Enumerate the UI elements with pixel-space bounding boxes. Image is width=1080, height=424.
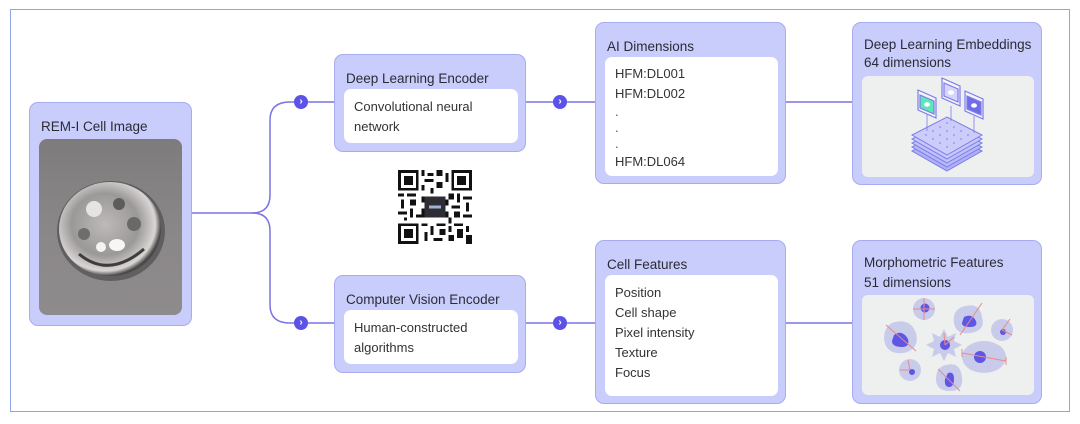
chevron-right-icon: › (553, 316, 567, 330)
feature-list-item: HFM:DL001 (615, 66, 686, 81)
encoder-description: Convolutional neural network (354, 99, 473, 134)
encoder-description-box: Convolutional neural network (344, 89, 518, 143)
chevron-right-icon: › (553, 95, 567, 109)
output-node-subtitle: 51 dimensions (864, 275, 952, 290)
ellipsis-dot: . (615, 136, 619, 151)
feature-list-item: Focus (615, 365, 651, 380)
output-node-morphometric: Morphometric Features 51 dimensions (852, 240, 1042, 404)
output-node-embeddings: Deep Learning Embeddings 64 dimensions (852, 22, 1042, 185)
output-node-title: Deep Learning Embeddings (864, 37, 1032, 52)
ellipsis-dot: . (615, 104, 619, 119)
feature-list-item: Texture (615, 345, 658, 360)
input-node-title: REM-I Cell Image (41, 119, 148, 134)
encoder-description-box: Human-constructed algorithms (344, 310, 518, 364)
qr-code (398, 170, 472, 244)
encoder-title: Computer Vision Encoder (346, 292, 500, 307)
feature-list: Position Cell shape Pixel intensity Text… (605, 275, 778, 396)
encoder-title: Deep Learning Encoder (346, 71, 489, 86)
morphometric-cells-illustration (862, 295, 1034, 395)
feature-list-item: HFM:DL064 (615, 154, 686, 169)
encoder-description: Human-constructed algorithms (354, 320, 468, 355)
connector-branch-bottom (251, 212, 334, 324)
input-node-cell-image: REM-I Cell Image (29, 102, 192, 326)
feature-list: HFM:DL001 HFM:DL002 . . . HFM:DL064 (605, 57, 778, 176)
feature-list-item: Position (615, 285, 662, 300)
chevron-right-icon: › (294, 316, 308, 330)
output-node-title: Morphometric Features (864, 255, 1004, 270)
feature-node-title: AI Dimensions (607, 39, 695, 54)
encoder-node-computer-vision: Computer Vision Encoder Human-constructe… (334, 275, 526, 373)
feature-node-title: Cell Features (607, 257, 688, 272)
encoder-node-deep-learning: Deep Learning Encoder Convolutional neur… (334, 54, 526, 152)
feature-node-cell-features: Cell Features Position Cell shape Pixel … (595, 240, 786, 404)
feature-list-item: HFM:DL002 (615, 86, 686, 101)
feature-list-item: Cell shape (615, 305, 677, 320)
chevron-right-icon: › (294, 95, 308, 109)
feature-list-item: Pixel intensity (615, 325, 695, 340)
cell-image (39, 139, 182, 315)
stacked-layers-illustration (862, 76, 1034, 177)
output-node-subtitle: 64 dimensions (864, 55, 952, 70)
feature-node-ai-dimensions: AI Dimensions HFM:DL001 HFM:DL002 . . . … (595, 22, 786, 184)
connector-branch-top (251, 101, 334, 214)
diagram-frame (10, 9, 1070, 412)
ellipsis-dot: . (615, 120, 619, 135)
